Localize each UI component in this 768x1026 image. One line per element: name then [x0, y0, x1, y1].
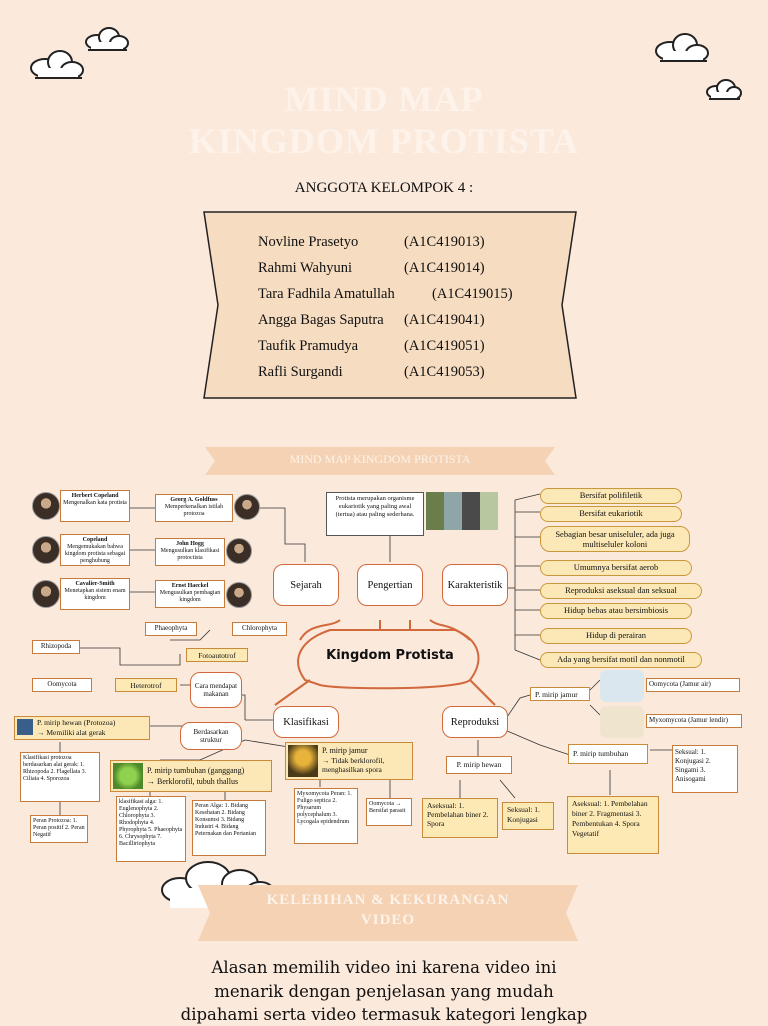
members-scroll [203, 211, 577, 399]
section-ribbon-2-line2: VIDEO [360, 912, 416, 928]
member-id: (A1C419015) [432, 286, 513, 302]
member-name: Novline Prasetyo [258, 234, 359, 250]
repro-jamur: P. mirip jamur [530, 687, 590, 701]
history-name: Copeland [82, 537, 108, 543]
protozoa-title: P. mirip hewan (Protozoa) [37, 718, 116, 727]
portrait-icon [32, 536, 60, 564]
characteristic-item: Sebagian besar uniseluler, ada juga mult… [540, 526, 690, 552]
history-desc: Mengusulkan pembagian kingdom [159, 590, 221, 603]
section-ribbon-2-line1: KELEBIHAN & KEKURANGAN [266, 892, 510, 908]
node-reproduksi: Reproduksi [442, 706, 508, 738]
repro-seksual-left: Seksual: 1. Konjugasi [502, 802, 554, 830]
portrait-icon [226, 582, 252, 608]
jamur-image [288, 745, 318, 777]
page-title: MIND MAP [284, 79, 484, 119]
characteristic-item: Bersifat polifiletik [540, 488, 682, 504]
repro-seksual-right: Seksual: 1. Konjugasi 2. Singami 3. Anis… [672, 745, 738, 793]
repro-tumbuhan: P. mirip tumbuhan [568, 744, 648, 764]
history-desc: Memperkenalkan istilah protozoa [164, 504, 224, 517]
characteristic-item: Umumnya bersifat aerob [540, 560, 692, 576]
portrait-icon [32, 580, 60, 608]
myxomycota-image [600, 706, 644, 738]
history-name: Ernst Haeckel [171, 583, 209, 589]
history-desc: Mengemukakan bahwa kingdom protista seba… [64, 544, 126, 564]
history-desc: Mengusulkan klasifikasi protoctista [160, 548, 220, 561]
myxomycota-box: Myxomycota Peran: 1. Fuligo septica 2. P… [294, 788, 358, 844]
jamur-desc: → Tidak berklorofil, menghasilkan spora [322, 756, 385, 774]
page-subtitle: KINGDOM PROTISTA [188, 121, 580, 161]
protozoa-desc: → Memiliki alat gerak [37, 728, 106, 737]
section-ribbon-text: MIND MAP KINGDOM PROTISTA [289, 452, 471, 466]
heterotrof-box: Heterotrof [115, 678, 177, 692]
paragraph-line: menarik dengan penjelasan yang mudah [214, 982, 554, 1001]
characteristic-item: Hidup bebas atau bersimbiosis [540, 603, 692, 619]
alga-desc: → Berklorofil, tubuh thallus [147, 777, 239, 786]
alga-image [113, 763, 143, 789]
repro-aseksual-right: Aseksual: 1. Pembelahan biner 2. Fragmen… [567, 796, 659, 854]
history-name: Georg A. Goldfuss [170, 497, 218, 503]
member-id: (A1C419013) [404, 234, 485, 250]
oomycota-box: Oomycota [32, 678, 92, 692]
alga-roles-box: Peran Alga: 1. Bidang Kesehatan 2. Bidan… [192, 800, 266, 856]
member-name: Taufik Pramudya [258, 338, 359, 354]
history-desc: Mengenalkan kata protista [63, 500, 127, 506]
node-karakteristik: Karakteristik [442, 564, 508, 606]
repro-myxomycota: Myxomycota (Jamur lendir) [646, 714, 742, 728]
definition-box: Protista merupakan organisme eukariotik … [326, 492, 424, 536]
history-name: Cavalier-Smith [75, 581, 115, 587]
history-name: John Hogg [176, 541, 204, 547]
member-name: Angga Bagas Saputra [258, 312, 384, 328]
alga-title: P. mirip tumbuhan (ganggang) [147, 766, 245, 775]
repro-aseksual-left: Aseksual: 1. Pembelahan biner 2. Spora [422, 798, 498, 838]
characteristic-item: Bersifat eukariotik [540, 506, 682, 522]
member-name: Tara Fadhila Amatullah [258, 286, 395, 302]
central-topic: Kingdom Protista [326, 648, 454, 663]
paragraph-line: dipahami serta video termasuk kategori l… [180, 1005, 588, 1024]
protozoa-header: P. mirip hewan (Protozoa) → Memiliki ala… [14, 716, 150, 740]
member-name: Rahmi Wahyuni [258, 260, 353, 276]
repro-hewan: P. mirip hewan [446, 756, 512, 774]
history-desc: Menetapkan sistem enam kingdom [64, 588, 126, 601]
protista-image [426, 492, 498, 530]
cara-makanan-node: Cara mendapat makanan [190, 672, 242, 708]
characteristic-item: Ada yang bersifat motil dan nonmotil [540, 652, 702, 668]
protozoa-classes-box: Klasifikasi protozoa berdasarkan alat ge… [20, 752, 100, 802]
alga-classes-box: klasifikasi alga: 1. Euglenophyta 2. Chl… [116, 796, 186, 862]
node-pengertian: Pengertian [357, 564, 423, 606]
characteristic-item: Hidup di perairan [540, 628, 692, 644]
chlorophyta-box: Chlorophyta [232, 622, 287, 636]
history-name: Herbert Copeland [71, 493, 119, 499]
oomycota-image [600, 670, 644, 702]
paragraph-line: Alasan memilih video ini karena video in… [211, 958, 557, 977]
members-heading: ANGGOTA KELOMPOK 4 : [294, 180, 474, 196]
oomycota-role-box: Oomycota → Bersifat parasit [366, 798, 412, 826]
node-klasifikasi: Klasifikasi [273, 706, 339, 738]
fotoautotrof-box: Fotoautotrof [186, 648, 248, 662]
portrait-icon [226, 538, 252, 564]
jamur-title: P. mirip jamur [322, 746, 368, 755]
member-id: (A1C419014) [404, 260, 485, 276]
portrait-icon [234, 494, 260, 520]
member-name: Rafli Surgandi [258, 364, 343, 380]
node-sejarah: Sejarah [273, 564, 339, 606]
phaeophyta-box: Phaeophyta [145, 622, 197, 636]
struktur-node: Berdasarkan struktur [180, 722, 242, 750]
repro-oomycota: Oomycota (Jamur air) [646, 678, 740, 692]
protozoa-image [17, 719, 33, 735]
member-id: (A1C419053) [404, 364, 485, 380]
member-id: (A1C419041) [404, 312, 485, 328]
member-id: (A1C419051) [404, 338, 485, 354]
protozoa-roles-box: Peran Protozoa: 1. Peran positif 2. Pera… [30, 815, 88, 843]
alga-header: P. mirip tumbuhan (ganggang) → Berklorof… [110, 760, 272, 792]
portrait-icon [32, 492, 60, 520]
characteristic-item: Reproduksi aseksual dan seksual [540, 583, 702, 599]
section-ribbon [205, 447, 555, 475]
rhizopoda-box: Rhizopoda [32, 640, 80, 654]
section-ribbon-2 [198, 885, 578, 941]
jamur-header: P. mirip jamur → Tidak berklorofil, meng… [285, 742, 413, 780]
